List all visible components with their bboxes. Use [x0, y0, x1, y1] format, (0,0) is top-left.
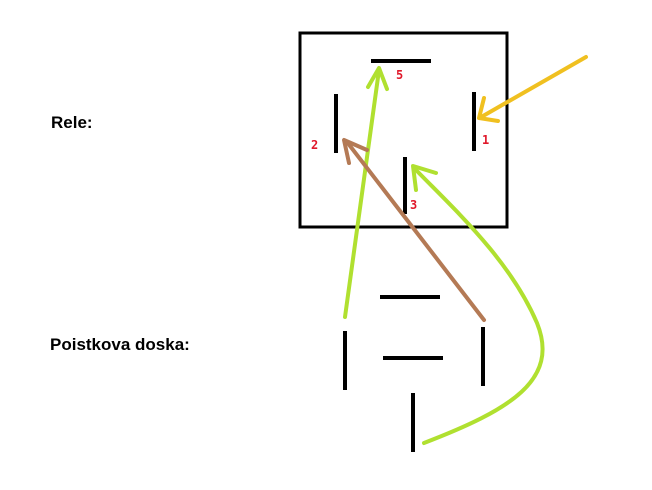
relay-pin-3-label: 3	[410, 198, 418, 212]
relay-pin-1-label: 1	[482, 133, 490, 147]
fuse-board-label: Poistkova doska:	[50, 335, 190, 354]
green-arrow-to-pin-5	[343, 66, 389, 319]
brown-arrow-to-pin-2	[342, 138, 486, 322]
green-curved-arrow-to-pin-3	[411, 164, 545, 445]
relay-label: Rele:	[51, 113, 93, 132]
relay-box	[298, 31, 509, 229]
yellow-arrow	[477, 55, 588, 123]
relay-pin-2-label: 2	[311, 138, 319, 152]
relay-pin-5-label: 5	[396, 68, 404, 82]
